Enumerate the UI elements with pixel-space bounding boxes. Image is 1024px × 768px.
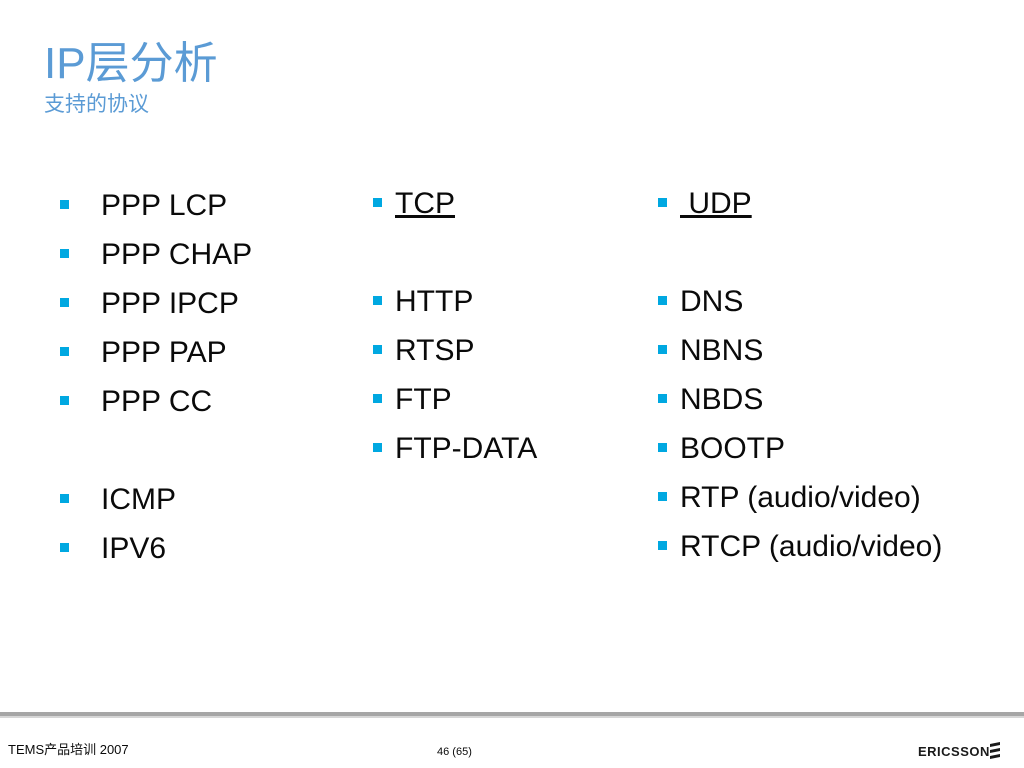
protocol-label: PPP PAP xyxy=(101,336,227,369)
protocol-label: HTTP xyxy=(395,285,474,318)
protocol-label: RTSP xyxy=(395,334,475,367)
square-bullet-icon xyxy=(658,394,667,403)
protocol-label: PPP LCP xyxy=(101,189,228,222)
page-number: 46 (65) xyxy=(437,746,472,758)
protocol-label: NBDS xyxy=(680,383,764,416)
protocol-label: RTCP (audio/video) xyxy=(680,530,943,563)
square-bullet-icon xyxy=(658,198,667,207)
ericsson-logo-icon xyxy=(990,742,1000,759)
footer-rule xyxy=(0,712,1024,716)
slide-title: IP层分析 xyxy=(44,39,218,88)
protocol-label: BOOTP xyxy=(680,432,786,465)
square-bullet-icon xyxy=(373,394,382,403)
protocol-label: FTP xyxy=(395,383,452,416)
square-bullet-icon xyxy=(658,296,667,305)
square-bullet-icon xyxy=(373,345,382,354)
protocol-link-tcp[interactable]: TCP xyxy=(395,187,455,220)
square-bullet-icon xyxy=(373,296,382,305)
footer-rule-shadow xyxy=(0,716,1024,718)
square-bullet-icon xyxy=(60,200,69,209)
square-bullet-icon xyxy=(658,345,667,354)
protocol-link-udp[interactable]: UDP xyxy=(680,187,752,220)
slide-subtitle: 支持的协议 xyxy=(44,93,149,116)
square-bullet-icon xyxy=(658,492,667,501)
square-bullet-icon xyxy=(373,198,382,207)
protocol-label: DNS xyxy=(680,285,744,318)
protocol-label: PPP CC xyxy=(101,385,213,418)
protocol-label: IPV6 xyxy=(101,532,167,565)
ericsson-logo-text: ERICSSON xyxy=(918,744,990,759)
square-bullet-icon xyxy=(658,541,667,550)
protocol-label: ICMP xyxy=(101,483,176,516)
square-bullet-icon xyxy=(373,443,382,452)
square-bullet-icon xyxy=(60,298,69,307)
square-bullet-icon xyxy=(60,347,69,356)
square-bullet-icon xyxy=(60,494,69,503)
square-bullet-icon xyxy=(60,396,69,405)
protocol-label: FTP-DATA xyxy=(395,432,538,465)
square-bullet-icon xyxy=(658,443,667,452)
protocol-label: NBNS xyxy=(680,334,764,367)
square-bullet-icon xyxy=(60,249,69,258)
protocol-label: PPP CHAP xyxy=(101,238,253,271)
protocol-label: RTP (audio/video) xyxy=(680,481,921,514)
protocol-label: PPP IPCP xyxy=(101,287,239,320)
footer-course-label: TEMS产品培训 2007 xyxy=(8,742,129,757)
square-bullet-icon xyxy=(60,543,69,552)
